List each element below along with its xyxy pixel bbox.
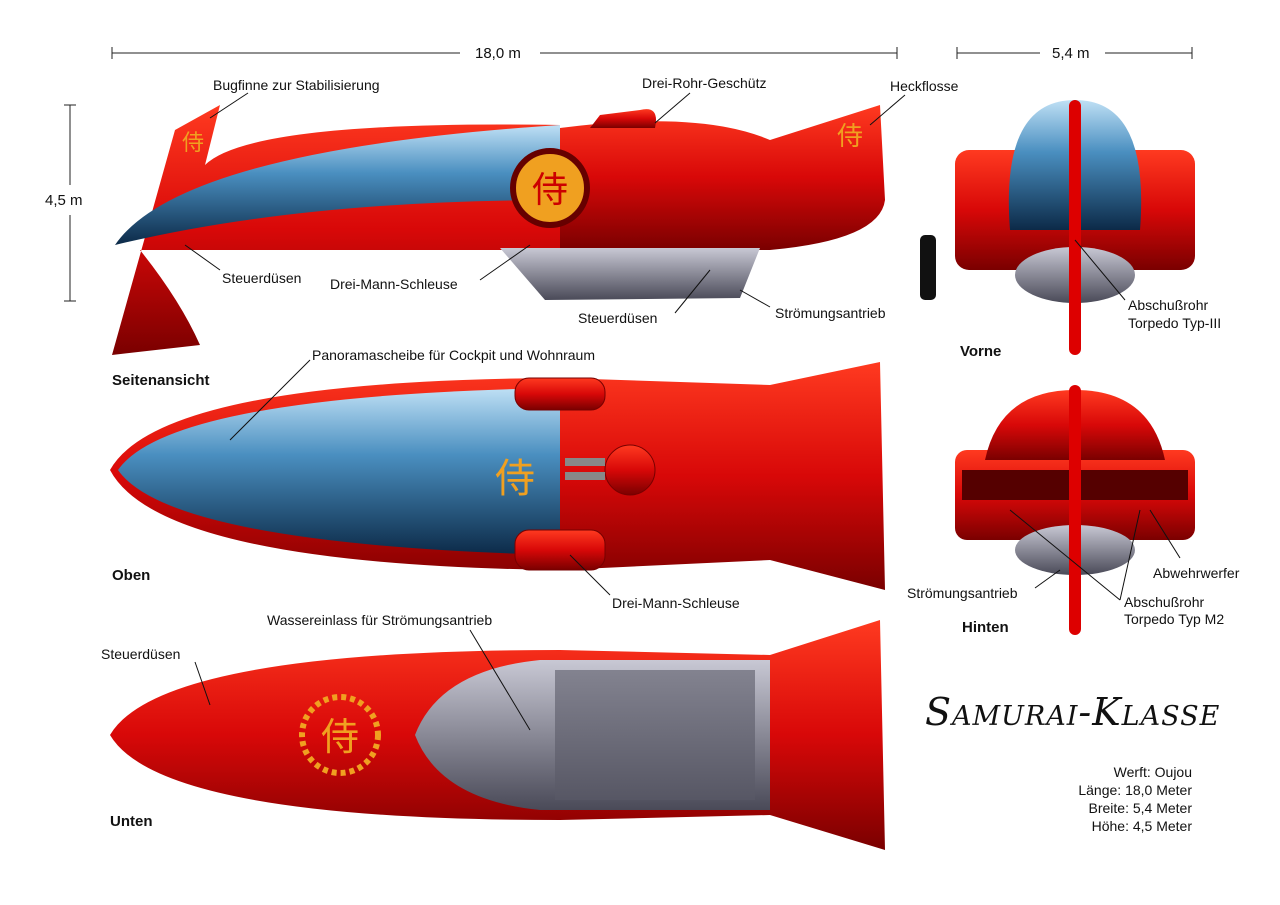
spec-block: Werft: Oujou Länge: 18,0 Meter Breite: 5… [1078,763,1192,835]
svg-text:侍: 侍 [837,121,863,151]
bottom-view-ship: 侍 [110,620,885,850]
label-front-tube-2: Torpedo Typ-III [1128,315,1222,331]
label-rear-tube-2: Torpedo Typ M2 [1124,611,1225,627]
view-label-side: Seitenansicht [112,372,210,389]
view-label-bottom: Unten [110,813,153,830]
human-scale-figure [920,235,936,300]
leader-lines [184,92,1181,731]
label-rear-flow-drive: Strömungsantrieb [907,585,1018,601]
label-countermeasure: Abwehrwerfer [1153,565,1240,581]
label-water-intake: Wassereinlass für Strömungsantrieb [267,612,493,628]
label-rear-tube-1: Abschußrohr [1124,594,1205,610]
svg-text:侍: 侍 [532,169,568,210]
label-tail-fin: Heckflosse [890,78,959,94]
label-thrusters-rear: Steuerdüsen [578,310,658,326]
label-flow-drive-side: Strömungsantrieb [775,305,886,321]
ship-class-title: Samurai-Klasse [925,690,1221,734]
svg-text:侍: 侍 [495,457,535,501]
rear-view-ship [955,385,1195,635]
label-panorama: Panoramascheibe für Cockpit und Wohnraum [312,347,596,363]
side-view-ship: 侍 侍 侍 [112,105,885,355]
view-label-rear: Hinten [962,619,1009,636]
svg-text:侍: 侍 [321,717,359,759]
length-dimension: 18,0 m [475,45,521,62]
spec-length: Länge: 18,0 Meter [1078,782,1192,798]
width-dimension: 5,4 m [1052,45,1090,62]
label-bow-fin: Bugfinne zur Stabilisierung [213,77,380,93]
spec-shipyard: Werft: Oujou [1113,764,1192,780]
svg-text:侍: 侍 [182,130,204,155]
top-view-ship: 侍 [110,362,885,590]
label-airlock-side: Drei-Mann-Schleuse [330,276,458,292]
label-front-tube-1: Abschußrohr [1128,297,1209,313]
view-label-top: Oben [112,567,151,584]
label-thrusters-front: Steuerdüsen [222,270,302,286]
spec-height: Höhe: 4,5 Meter [1091,818,1192,834]
label-airlock-top: Drei-Mann-Schleuse [612,595,740,611]
height-dimension: 4,5 m [45,192,83,209]
label-thrusters-bottom: Steuerdüsen [101,646,181,662]
dimension-lines [64,47,1193,302]
spec-width: Breite: 5,4 Meter [1088,800,1193,816]
view-label-front: Vorne [960,343,1002,360]
front-view-ship [955,100,1195,355]
label-gun: Drei-Rohr-Geschütz [642,75,767,91]
